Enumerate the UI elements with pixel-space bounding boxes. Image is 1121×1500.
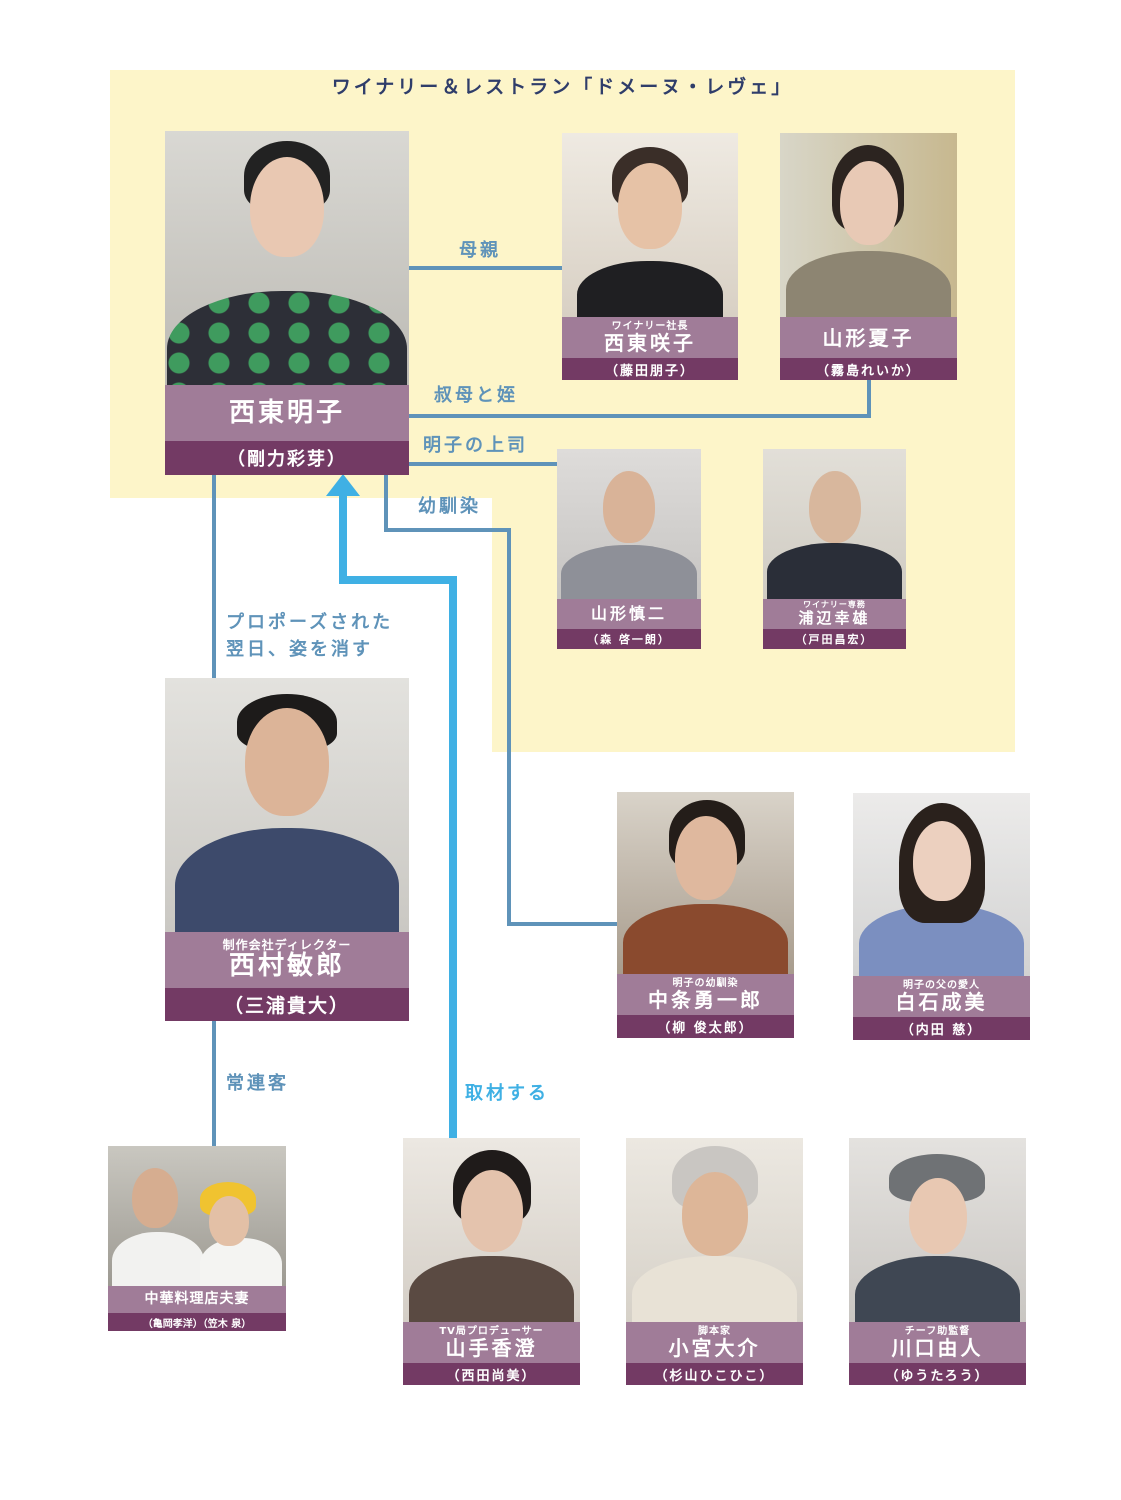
card-daisuke: 脚本家 小宮大介 （杉山ひこひこ） [626,1138,803,1385]
card-chinese-couple: 中華料理店夫妻 （亀岡孝洋）（笠木 泉） [108,1146,286,1331]
photo-shinji [557,449,701,599]
name-sakiko: 西東咲子 [562,332,738,354]
relation-childhood: 幼馴染 [418,494,481,520]
relation-regular: 常連客 [226,1071,289,1097]
actor-narumi: （内田 慈） [853,1017,1030,1040]
photo-sakiko [562,133,738,317]
actor-sakiko: （藤田朋子） [562,358,738,380]
photo-toshiro [165,678,409,932]
card-yoshito: チーフ助監督 川口由人 （ゆうたろう） [849,1138,1026,1385]
actor-toshiro: （三浦貴大） [165,988,409,1021]
photo-kasumi [403,1138,580,1322]
photo-akiko [165,131,409,385]
label-yukio: ワイナリー専務 浦辺幸雄 [763,599,906,629]
relation-interview: 取材する [465,1081,549,1107]
name-yuichiro: 中条勇一郎 [617,989,794,1011]
actor-chinese-couple: （亀岡孝洋）（笠木 泉） [108,1313,286,1331]
photo-natsuko [780,133,957,317]
name-akiko: 西東明子 [165,399,409,428]
name-kasumi: 山手香澄 [403,1337,580,1359]
label-narumi: 明子の父の愛人 白石成美 [853,976,1030,1017]
label-daisuke: 脚本家 小宮大介 [626,1322,803,1363]
relation-mother: 母親 [459,238,501,264]
label-natsuko: 山形夏子 [780,317,957,358]
label-akiko: 西東明子 [165,385,409,441]
label-yuichiro: 明子の幼馴染 中条勇一郎 [617,974,794,1015]
card-narumi: 明子の父の愛人 白石成美 （内田 慈） [853,793,1030,1040]
label-shinji: 山形慎二 [557,599,701,629]
name-toshiro: 西村敏郎 [165,952,409,981]
card-kasumi: TV局プロデューサー 山手香澄 （西田尚美） [403,1138,580,1385]
card-sakiko: ワイナリー社長 西東咲子 （藤田朋子） [562,133,738,380]
name-chinese-couple: 中華料理店夫妻 [108,1292,286,1307]
name-natsuko: 山形夏子 [780,327,957,349]
actor-daisuke: （杉山ひこひこ） [626,1363,803,1385]
photo-narumi [853,793,1030,976]
name-daisuke: 小宮大介 [626,1337,803,1359]
actor-yoshito: （ゆうたろう） [849,1363,1026,1385]
actor-yukio: （戸田昌宏） [763,629,906,649]
card-natsuko: 山形夏子 （霧島れいか） [780,133,957,380]
label-sakiko: ワイナリー社長 西東咲子 [562,317,738,358]
photo-yoshito [849,1138,1026,1322]
photo-daisuke [626,1138,803,1322]
relation-boss: 明子の上司 [423,433,528,459]
actor-kasumi: （西田尚美） [403,1363,580,1385]
label-toshiro: 制作会社ディレクター 西村敏郎 [165,932,409,988]
name-narumi: 白石成美 [853,991,1030,1013]
photo-chinese-couple [108,1146,286,1286]
label-chinese-couple: 中華料理店夫妻 [108,1286,286,1313]
name-yoshito: 川口由人 [849,1337,1026,1359]
card-akiko: 西東明子 （剛力彩芽） [165,131,409,475]
relation-aunt-niece: 叔母と姪 [434,383,518,409]
label-yoshito: チーフ助監督 川口由人 [849,1322,1026,1363]
card-yukio: ワイナリー専務 浦辺幸雄 （戸田昌宏） [763,449,906,649]
name-shinji: 山形慎二 [557,605,701,623]
photo-yukio [763,449,906,599]
card-toshiro: 制作会社ディレクター 西村敏郎 （三浦貴大） [165,678,409,1021]
photo-yuichiro [617,792,794,974]
card-yuichiro: 明子の幼馴染 中条勇一郎 （柳 俊太郎） [617,792,794,1038]
label-kasumi: TV局プロデューサー 山手香澄 [403,1322,580,1363]
actor-yuichiro: （柳 俊太郎） [617,1015,794,1038]
relation-propose-line1: プロポーズされた [226,610,393,636]
relation-propose-line2: 翌日、姿を消す [226,637,373,663]
card-shinji: 山形慎二 （森 啓一朗） [557,449,701,649]
actor-akiko: （剛力彩芽） [165,441,409,475]
actor-shinji: （森 啓一朗） [557,629,701,649]
name-yukio: 浦辺幸雄 [763,610,906,627]
actor-natsuko: （霧島れいか） [780,358,957,380]
